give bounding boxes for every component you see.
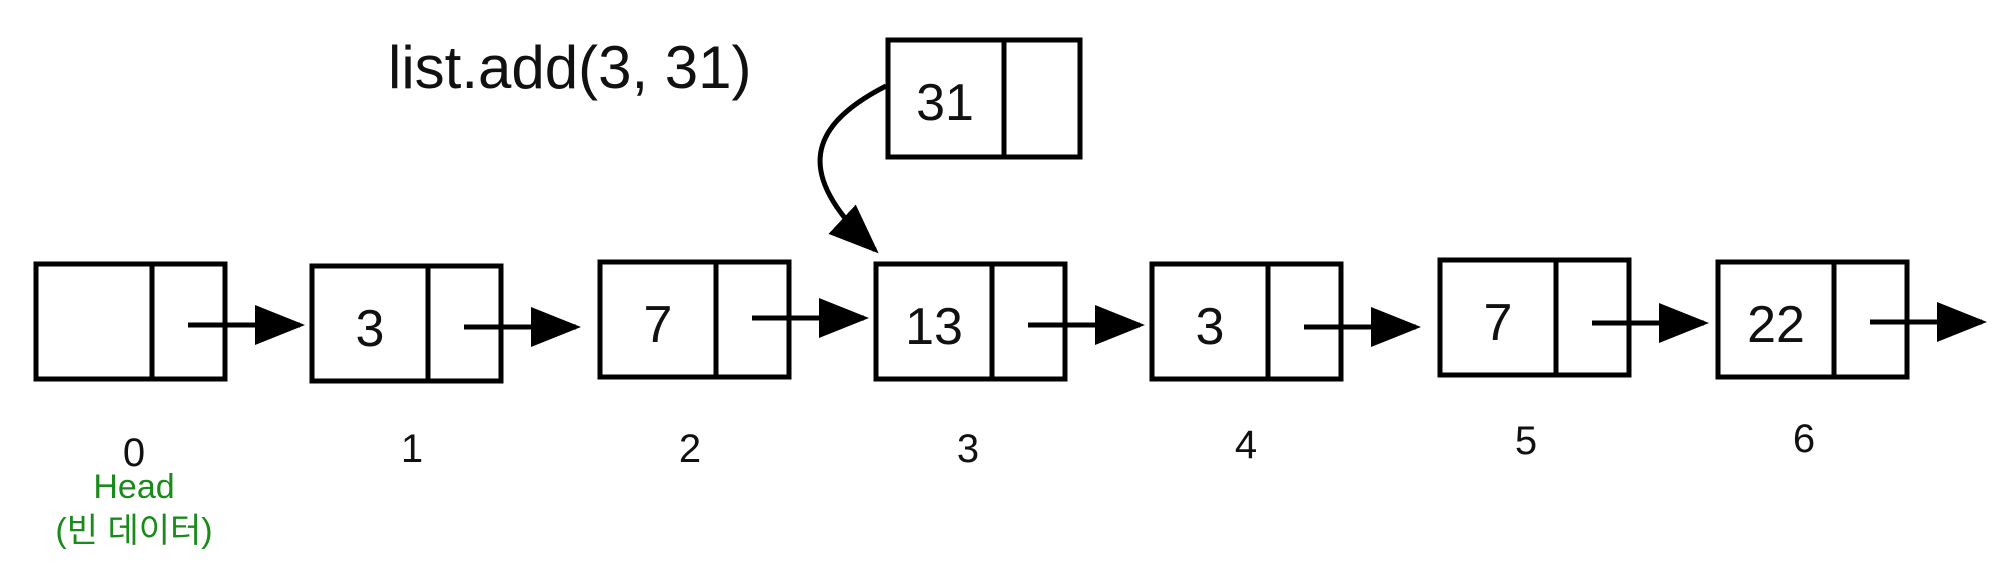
node-value: 7 <box>1484 294 1513 352</box>
node-value: 3 <box>356 300 385 358</box>
node-value: 22 <box>1747 296 1805 354</box>
list-node-0: 0 <box>33 261 305 475</box>
head-label: Head <box>93 468 174 506</box>
list-node-1: 3 1 <box>309 263 581 471</box>
list-node-4: 3 4 <box>1149 261 1421 467</box>
new-node: 31 <box>885 37 1083 160</box>
insert-arrow <box>817 83 888 254</box>
node-value: 7 <box>644 296 673 354</box>
list-node-5: 7 5 <box>1437 257 1709 463</box>
node-index: 6 <box>1793 417 1815 461</box>
new-node-value: 31 <box>916 74 974 132</box>
node-index: 3 <box>957 427 979 471</box>
head-note: (빈 데이터) <box>55 512 212 550</box>
node-index: 4 <box>1235 423 1257 467</box>
list-node-3: 13 3 <box>873 261 1145 471</box>
list-node-6: 22 6 <box>1715 259 1987 461</box>
node-value: 13 <box>905 298 963 356</box>
node-value: 3 <box>1196 298 1225 356</box>
list-node-2: 7 2 <box>597 259 869 471</box>
node-index: 1 <box>401 427 423 471</box>
node-index: 2 <box>679 427 701 471</box>
operation-label: list.add(3, 31) <box>388 34 752 101</box>
node-index: 0 <box>123 431 145 475</box>
node-index: 5 <box>1515 419 1537 463</box>
